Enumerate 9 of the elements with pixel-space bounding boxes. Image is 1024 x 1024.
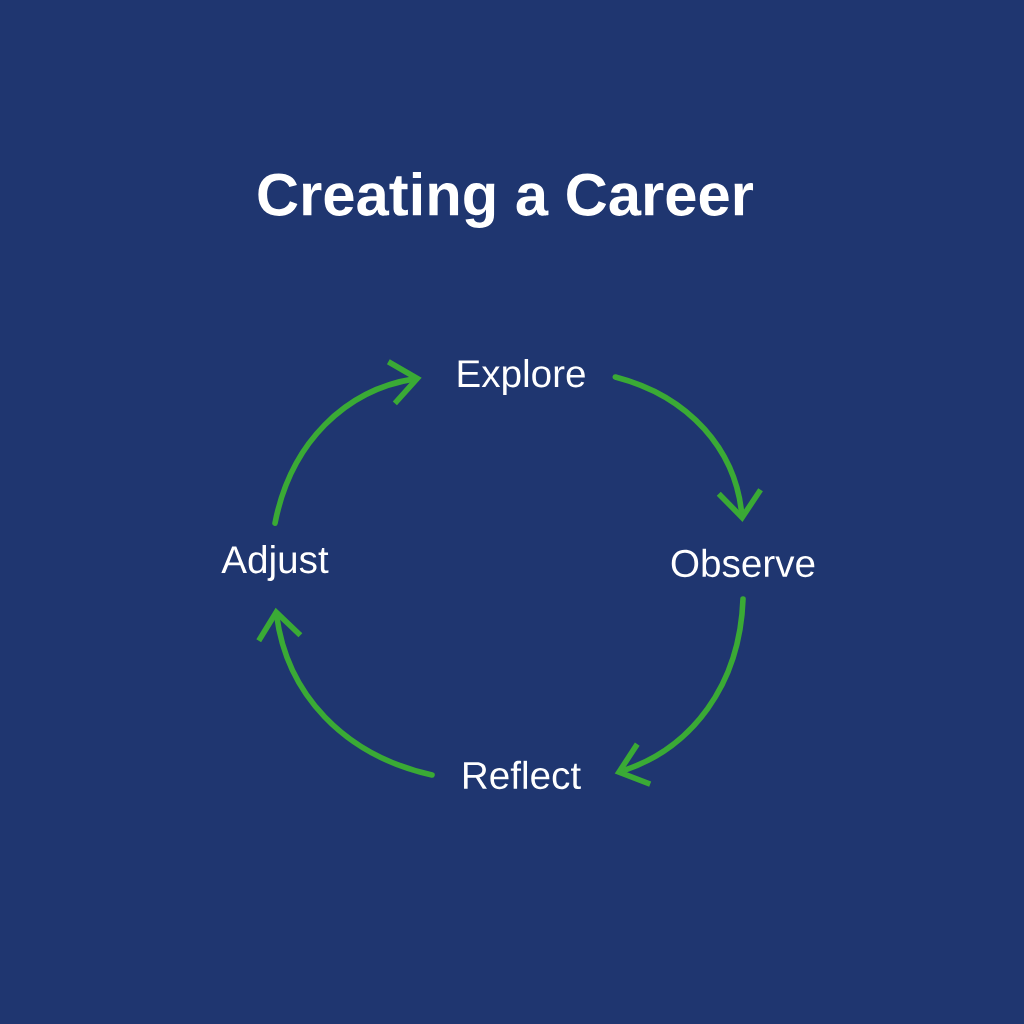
curved-arrow xyxy=(612,374,763,523)
curved-arrow xyxy=(614,596,746,787)
step-label: Reflect xyxy=(464,760,581,790)
title: Creating a Career xyxy=(258,172,753,228)
step-label: Observe xyxy=(671,548,815,578)
curved-arrow xyxy=(272,359,422,526)
step-label: Adjust xyxy=(221,545,329,581)
step-label: Explore xyxy=(458,359,585,395)
curved-arrow xyxy=(256,607,435,778)
